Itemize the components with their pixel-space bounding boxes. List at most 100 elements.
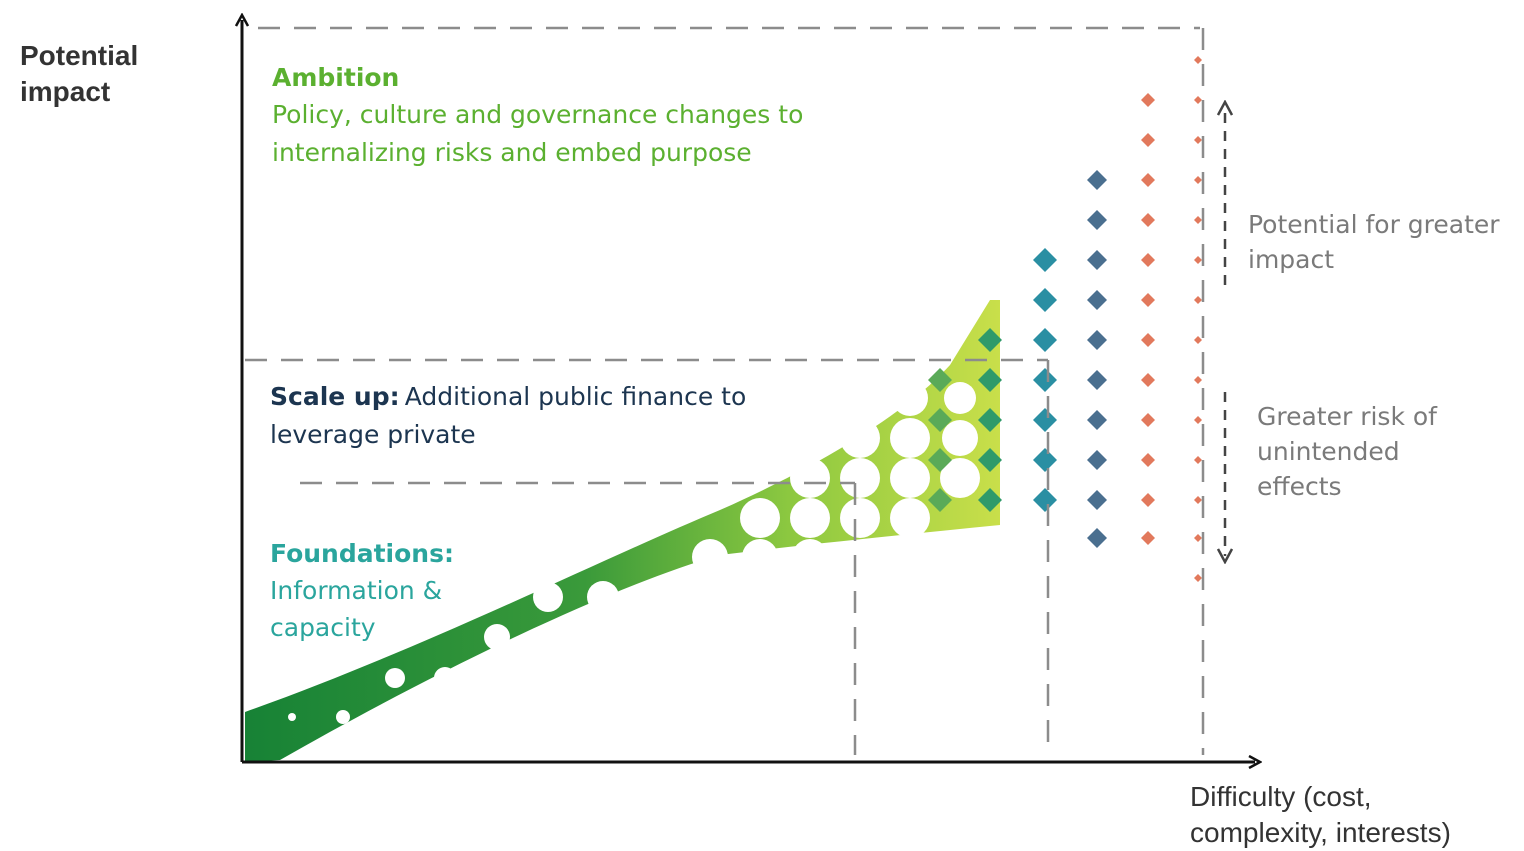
band-diamond-marker: [928, 408, 952, 432]
teal-diamond-marker: [1033, 288, 1057, 312]
orange-diamond-marker: [1141, 93, 1155, 107]
foundations-block: Foundations: Information & capacity: [270, 536, 454, 646]
edge-diamond-marker: [1194, 376, 1202, 384]
scale-up-description: Additional public finance to leverage pr…: [270, 382, 747, 449]
slate-diamond-marker: [1087, 490, 1107, 510]
growth-band-shape: [245, 300, 1000, 762]
edge-diamond-marker: [1194, 96, 1202, 104]
band-hole: [792, 539, 828, 575]
growth-band: [245, 300, 1000, 762]
band-diamond-marker: [978, 328, 1002, 352]
edge-diamond-marker: [1194, 496, 1202, 504]
edge-diamond-marker: [1194, 456, 1202, 464]
slate-diamond-marker: [1087, 170, 1107, 190]
orange-diamond-marker: [1141, 413, 1155, 427]
band-hole: [535, 624, 561, 650]
band-hole: [387, 709, 403, 725]
slate-diamond-marker: [1087, 290, 1107, 310]
band-hole: [940, 458, 980, 498]
axes: [242, 20, 1255, 762]
edge-diamond-marker: [1194, 296, 1202, 304]
band-holes: [288, 380, 980, 725]
band-hole: [790, 458, 830, 498]
slate-diamond-marker: [1087, 528, 1107, 548]
diamond-fields: [928, 56, 1202, 582]
band-hole: [890, 418, 930, 458]
ambition-block: Ambition Policy, culture and governance …: [272, 60, 803, 172]
orange-diamond-marker: [1141, 293, 1155, 307]
band-hole: [790, 498, 830, 538]
scale-up-block: Scale up: Additional public finance to l…: [270, 378, 790, 454]
band-diamond-marker: [978, 448, 1002, 472]
edge-diamond-marker: [1194, 534, 1202, 542]
slate-diamond-marker: [1087, 330, 1107, 350]
band-hole: [639, 581, 671, 613]
slate-diamond-marker: [1087, 410, 1107, 430]
band-hole: [944, 382, 976, 414]
band-hole: [288, 713, 296, 721]
unintended-effects-note: Greater risk of unintended effects: [1257, 402, 1437, 501]
band-diamond-marker: [978, 408, 1002, 432]
ambition-title: Ambition: [272, 63, 400, 92]
edge-diamond-marker: [1194, 336, 1202, 344]
edge-diamond-marker: [1194, 216, 1202, 224]
foundations-title: Foundations:: [270, 539, 454, 568]
band-hole: [486, 667, 508, 689]
band-hole: [336, 710, 350, 724]
orange-diamond-marker: [1141, 373, 1155, 387]
teal-diamond-marker: [1033, 328, 1057, 352]
band-hole: [533, 582, 563, 612]
band-hole: [692, 539, 728, 575]
x-axis-label: Difficulty (cost, complexity, interests): [1190, 781, 1451, 848]
band-diamond-marker: [928, 488, 952, 512]
band-hole: [434, 667, 456, 689]
band-hole: [942, 420, 978, 456]
edge-diamond-marker: [1194, 176, 1202, 184]
edge-diamond-marker: [1194, 416, 1202, 424]
band-hole: [740, 498, 780, 538]
edge-diamond-marker: [1194, 136, 1202, 144]
orange-diamond-marker: [1141, 453, 1155, 467]
band-hole: [890, 458, 930, 498]
orange-diamond-marker: [1141, 333, 1155, 347]
orange-diamond-marker: [1141, 173, 1155, 187]
teal-diamond-marker: [1033, 448, 1057, 472]
ambition-description: Policy, culture and governance changes t…: [272, 100, 804, 167]
potential-greater-impact-note: Potential for greater impact: [1248, 210, 1500, 274]
teal-diamond-marker: [1033, 488, 1057, 512]
slate-diamond-marker: [1087, 250, 1107, 270]
band-diamond-marker: [978, 488, 1002, 512]
y-axis-label: Potential impact: [20, 40, 139, 107]
band-hole: [892, 380, 928, 416]
scale-up-title: Scale up:: [270, 382, 400, 411]
slate-diamond-marker: [1087, 370, 1107, 390]
band-hole: [742, 539, 778, 575]
band-diamond-marker: [928, 448, 952, 472]
teal-diamond-marker: [1033, 248, 1057, 272]
teal-diamond-marker: [1033, 408, 1057, 432]
band-hole: [385, 668, 405, 688]
orange-diamond-marker: [1141, 531, 1155, 545]
teal-diamond-marker: [1033, 368, 1057, 392]
edge-diamond-marker: [1194, 56, 1202, 64]
orange-diamond-marker: [1141, 213, 1155, 227]
band-hole: [840, 498, 880, 538]
slate-diamond-marker: [1087, 210, 1107, 230]
orange-diamond-marker: [1141, 493, 1155, 507]
band-hole: [587, 624, 613, 650]
band-diamond-marker: [928, 368, 952, 392]
band-hole: [840, 458, 880, 498]
band-diamond-marker: [978, 368, 1002, 392]
band-hole: [587, 581, 619, 613]
slate-diamond-marker: [1087, 450, 1107, 470]
guide-lines: [245, 26, 1205, 755]
foundations-description: Information & capacity: [270, 576, 443, 642]
orange-diamond-marker: [1141, 253, 1155, 267]
edge-diamond-marker: [1194, 256, 1202, 264]
band-hole: [890, 498, 930, 538]
band-hole: [840, 418, 880, 458]
edge-diamond-marker: [1194, 574, 1202, 582]
orange-diamond-marker: [1141, 133, 1155, 147]
band-hole: [484, 624, 510, 650]
